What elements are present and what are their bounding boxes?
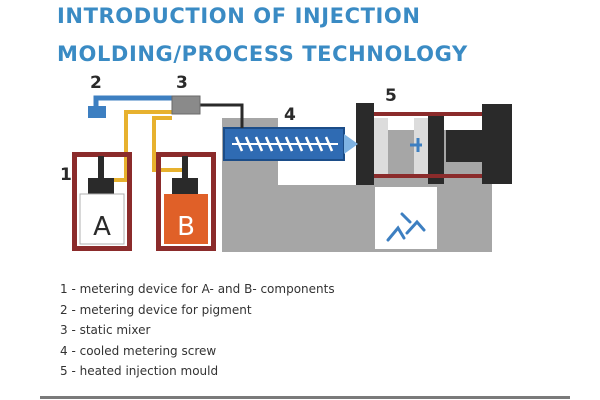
clamp-block [482,104,512,184]
ejected-parts [386,212,426,242]
tank-b-label: B [177,212,195,242]
feed-line-b [152,116,186,172]
mixer-to-screw-line [200,103,244,128]
static-mixer [171,95,201,115]
label-5: 5 [385,86,397,106]
label-4: 4 [284,105,296,125]
pigment-dosing-unit [88,106,106,118]
mould-half-left [374,118,388,174]
legend-item: 5 - heated injection mould [60,364,219,379]
metering-unit-b [156,152,216,251]
screw-nozzle [344,134,358,154]
pigment-line [93,95,172,110]
feed-line-a [107,110,172,182]
mould-right-platen [428,112,444,184]
clamp-plate [446,130,482,162]
tank-a-label: A [93,212,111,242]
label-1: 1 [60,165,72,185]
mould-left-platen [356,103,374,185]
legend: 1 - metering device for A- and B- compon… [60,279,335,382]
tie-bar-bottom [374,174,482,178]
title-line-2: MOLDING/PROCESS TECHNOLOGY [57,42,468,66]
tie-bar-top [374,112,482,116]
legend-item: 1 - metering device for A- and B- compon… [60,282,335,296]
label-3: 3 [176,73,188,93]
metering-unit-a [72,152,132,251]
legend-item: 4 - cooled metering screw [60,343,217,358]
screw-flights [232,136,338,152]
title-line-1: INTRODUCTION OF INJECTION [57,4,421,28]
legend-item: 2 - metering device for pigment [60,302,252,317]
bottom-divider [40,396,570,399]
legend-item: 3 - static mixer [60,323,151,338]
mould-part-shape [410,138,422,152]
label-2: 2 [90,73,102,93]
